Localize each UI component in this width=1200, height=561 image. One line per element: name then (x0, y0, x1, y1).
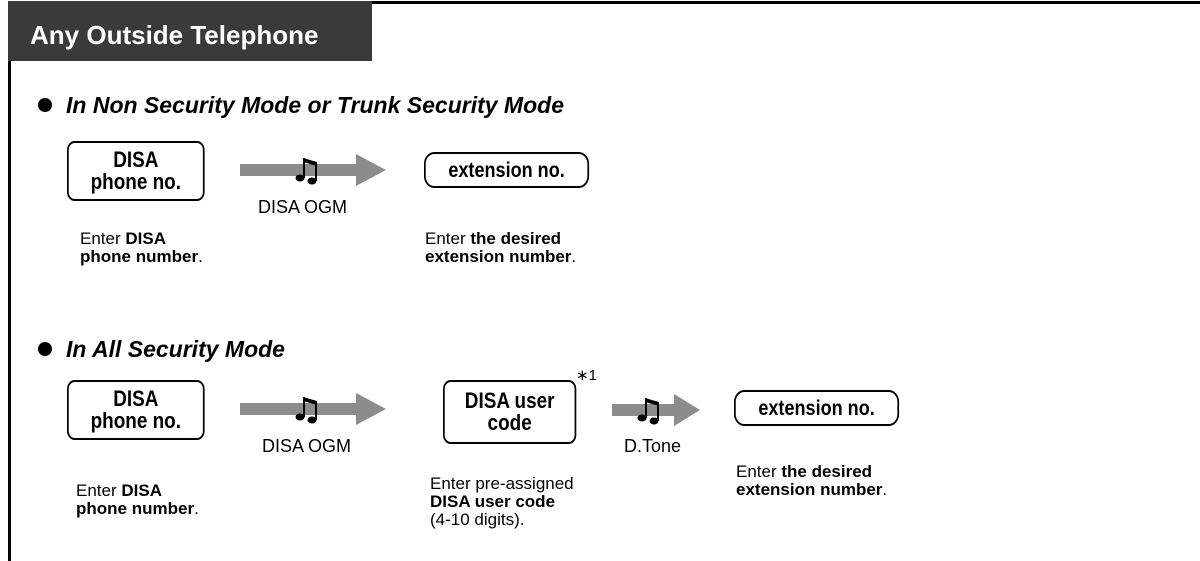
key-line: DISA user (464, 388, 555, 413)
music-note-arrow-icon (240, 154, 386, 186)
key-line: DISA (113, 386, 159, 411)
section-header-title: Any Outside Telephone (30, 20, 319, 50)
desc-bold: the desired (470, 229, 562, 248)
desc-text: Enter pre-assigned (430, 474, 574, 493)
desc-bold: DISA (125, 229, 166, 248)
tone-label: DISA OGM (258, 197, 348, 217)
desc-text: Enter (80, 229, 126, 248)
section2-title: In All Security Mode (38, 336, 285, 363)
bullet-icon (38, 97, 52, 112)
key-line: code (487, 410, 532, 435)
key-line: phone no. (90, 169, 181, 194)
key-line: phone no. (90, 408, 181, 433)
extension-no-key: extension no. (734, 390, 900, 426)
desc-bold: DISA user code (430, 492, 556, 511)
desc-text: . (198, 247, 203, 266)
music-note-arrow-icon (240, 393, 386, 425)
desc-bold: extension number (736, 480, 883, 499)
frame-top-border (8, 1, 1200, 4)
desc-text: . (194, 499, 199, 518)
key-label: extension no. (758, 396, 875, 420)
section1-title-text: In Non Security Mode or Trunk Security M… (66, 92, 564, 118)
section-header: Any Outside Telephone (8, 1, 372, 61)
desc-text: (4-10 digits). (430, 510, 525, 529)
key-line: DISA (113, 147, 159, 172)
footnote-marker: ∗1 (576, 367, 597, 384)
desc-text: Enter (425, 229, 471, 248)
section1-title: In Non Security Mode or Trunk Security M… (38, 92, 564, 119)
key-label: extension no. (448, 158, 565, 182)
bullet-icon (38, 341, 52, 356)
frame-left-border (8, 1, 11, 561)
desc-text: . (882, 480, 888, 499)
tone-label: DISA OGM (262, 436, 352, 456)
desc-text: Enter (76, 481, 122, 500)
desc-bold: phone number (76, 499, 195, 518)
desc-bold: DISA (121, 481, 162, 500)
section2-title-text: In All Security Mode (66, 336, 285, 362)
desc-bold: phone number (80, 247, 199, 266)
desc-text: Enter (736, 462, 782, 481)
extension-no-key: extension no. (424, 152, 590, 188)
tone-label: D.Tone (624, 436, 682, 456)
music-note-arrow-icon (612, 394, 700, 426)
desc-bold: extension number (425, 247, 572, 266)
desc-text: . (571, 247, 577, 266)
desc-bold: the desired (781, 462, 873, 481)
